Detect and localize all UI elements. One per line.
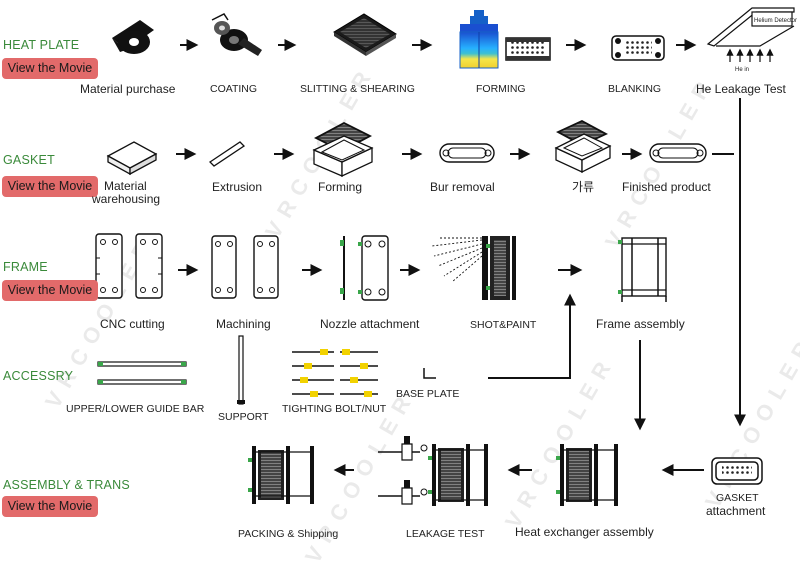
step-label: LEAKAGE TEST — [406, 528, 485, 540]
vulcanizing-mold-icon — [554, 120, 612, 174]
step-label: PACKING & Shipping — [238, 528, 339, 540]
step-label: SHOT&PAINT — [470, 319, 537, 331]
step-label: Forming — [318, 180, 363, 194]
assembly-row — [248, 436, 763, 506]
bur-removal-gasket-icon — [439, 143, 495, 163]
gasketed-plate-icon — [711, 457, 763, 485]
section-title-gasket: GASKET — [3, 153, 55, 167]
step-label: TIGHTING BOLT/NUT — [282, 403, 387, 415]
diagram-graphics — [95, 7, 795, 506]
tightening-bolt-icon — [292, 349, 378, 397]
step-label: Extrusion — [212, 180, 263, 194]
step-label: SUPPORT — [218, 411, 269, 423]
step-label: Frame assembly — [596, 317, 685, 331]
extrusion-strip-icon — [208, 141, 246, 167]
gasket-row — [106, 120, 734, 178]
step-label: Machining — [216, 317, 271, 331]
step-label: UPPER/LOWER GUIDE BAR — [66, 403, 205, 415]
step-label: COATING — [210, 83, 258, 95]
finished-gasket-icon — [649, 143, 707, 163]
coating-roller-icon — [211, 13, 262, 56]
step-label: attachment — [706, 504, 766, 518]
packed-exchanger-icon — [248, 446, 314, 504]
material-roll-icon — [112, 20, 154, 54]
formed-plate-icon — [505, 37, 551, 61]
view-movie-button-assembly[interactable]: View the Movie — [2, 496, 98, 517]
blanked-plate-icon — [611, 35, 665, 61]
step-label: SLITTING & SHEARING — [300, 83, 415, 95]
step-label: CNC cutting — [100, 317, 165, 331]
step-label: BASE PLATE — [396, 388, 460, 400]
frame-row — [95, 233, 667, 431]
guide-bar-icon — [97, 361, 187, 385]
accessory-row — [97, 293, 576, 405]
leak-test-rig-icon — [706, 7, 795, 62]
section-title-assembly: ASSEMBLY & TRANS — [3, 478, 130, 492]
leak-test-panel-label: Helium Detector — [754, 18, 798, 24]
section-title-frame: FRAME — [3, 260, 48, 274]
assembled-exchanger-icon — [556, 444, 618, 506]
step-label: BLANKING — [608, 83, 662, 95]
machined-plates-icon — [211, 235, 279, 299]
base-plate-icon — [423, 368, 436, 379]
step-label: warehousing — [92, 192, 161, 206]
leak-test-he-label: He in — [734, 67, 749, 73]
view-movie-button-frame[interactable]: View the Movie — [2, 280, 98, 301]
sheet-plate-icon — [333, 13, 397, 56]
assembled-frame-icon — [618, 237, 667, 302]
view-movie-button-heat-plate[interactable]: View the Movie — [2, 58, 98, 79]
step-label: Bur removal — [430, 180, 495, 194]
section-title-accessory: ACCESSRY — [3, 369, 74, 383]
step-label: Material — [104, 179, 147, 193]
flow-line — [488, 293, 576, 379]
view-movie-button-gasket[interactable]: View the Movie — [2, 176, 98, 197]
step-label: Heat exchanger assembly — [515, 525, 654, 539]
spray-paint-icon — [431, 236, 516, 300]
heat-plate-row — [112, 7, 795, 69]
support-icon — [237, 335, 245, 405]
step-label: FORMING — [476, 83, 526, 95]
step-label: Finished product — [622, 180, 711, 194]
leakage-test-exchanger-icon — [378, 436, 488, 506]
step-label: He Leakage Test — [696, 82, 786, 96]
nozzle-frame-icon — [340, 235, 389, 301]
step-label: 가류 — [572, 180, 595, 194]
process-diagram: VRCOOLER VRCOOLER VRCOOLER VRCOOLER VRCO… — [2, 7, 800, 568]
material-box-icon — [106, 141, 158, 176]
cnc-plates-icon — [95, 233, 163, 299]
gasket-mold-icon — [312, 122, 374, 178]
step-label: GASKET — [716, 492, 759, 504]
section-title-heat-plate: HEAT PLATE — [3, 38, 80, 52]
forming-press-icon — [459, 10, 499, 69]
step-label: Material purchase — [80, 82, 176, 96]
step-label: Nozzle attachment — [320, 317, 420, 331]
